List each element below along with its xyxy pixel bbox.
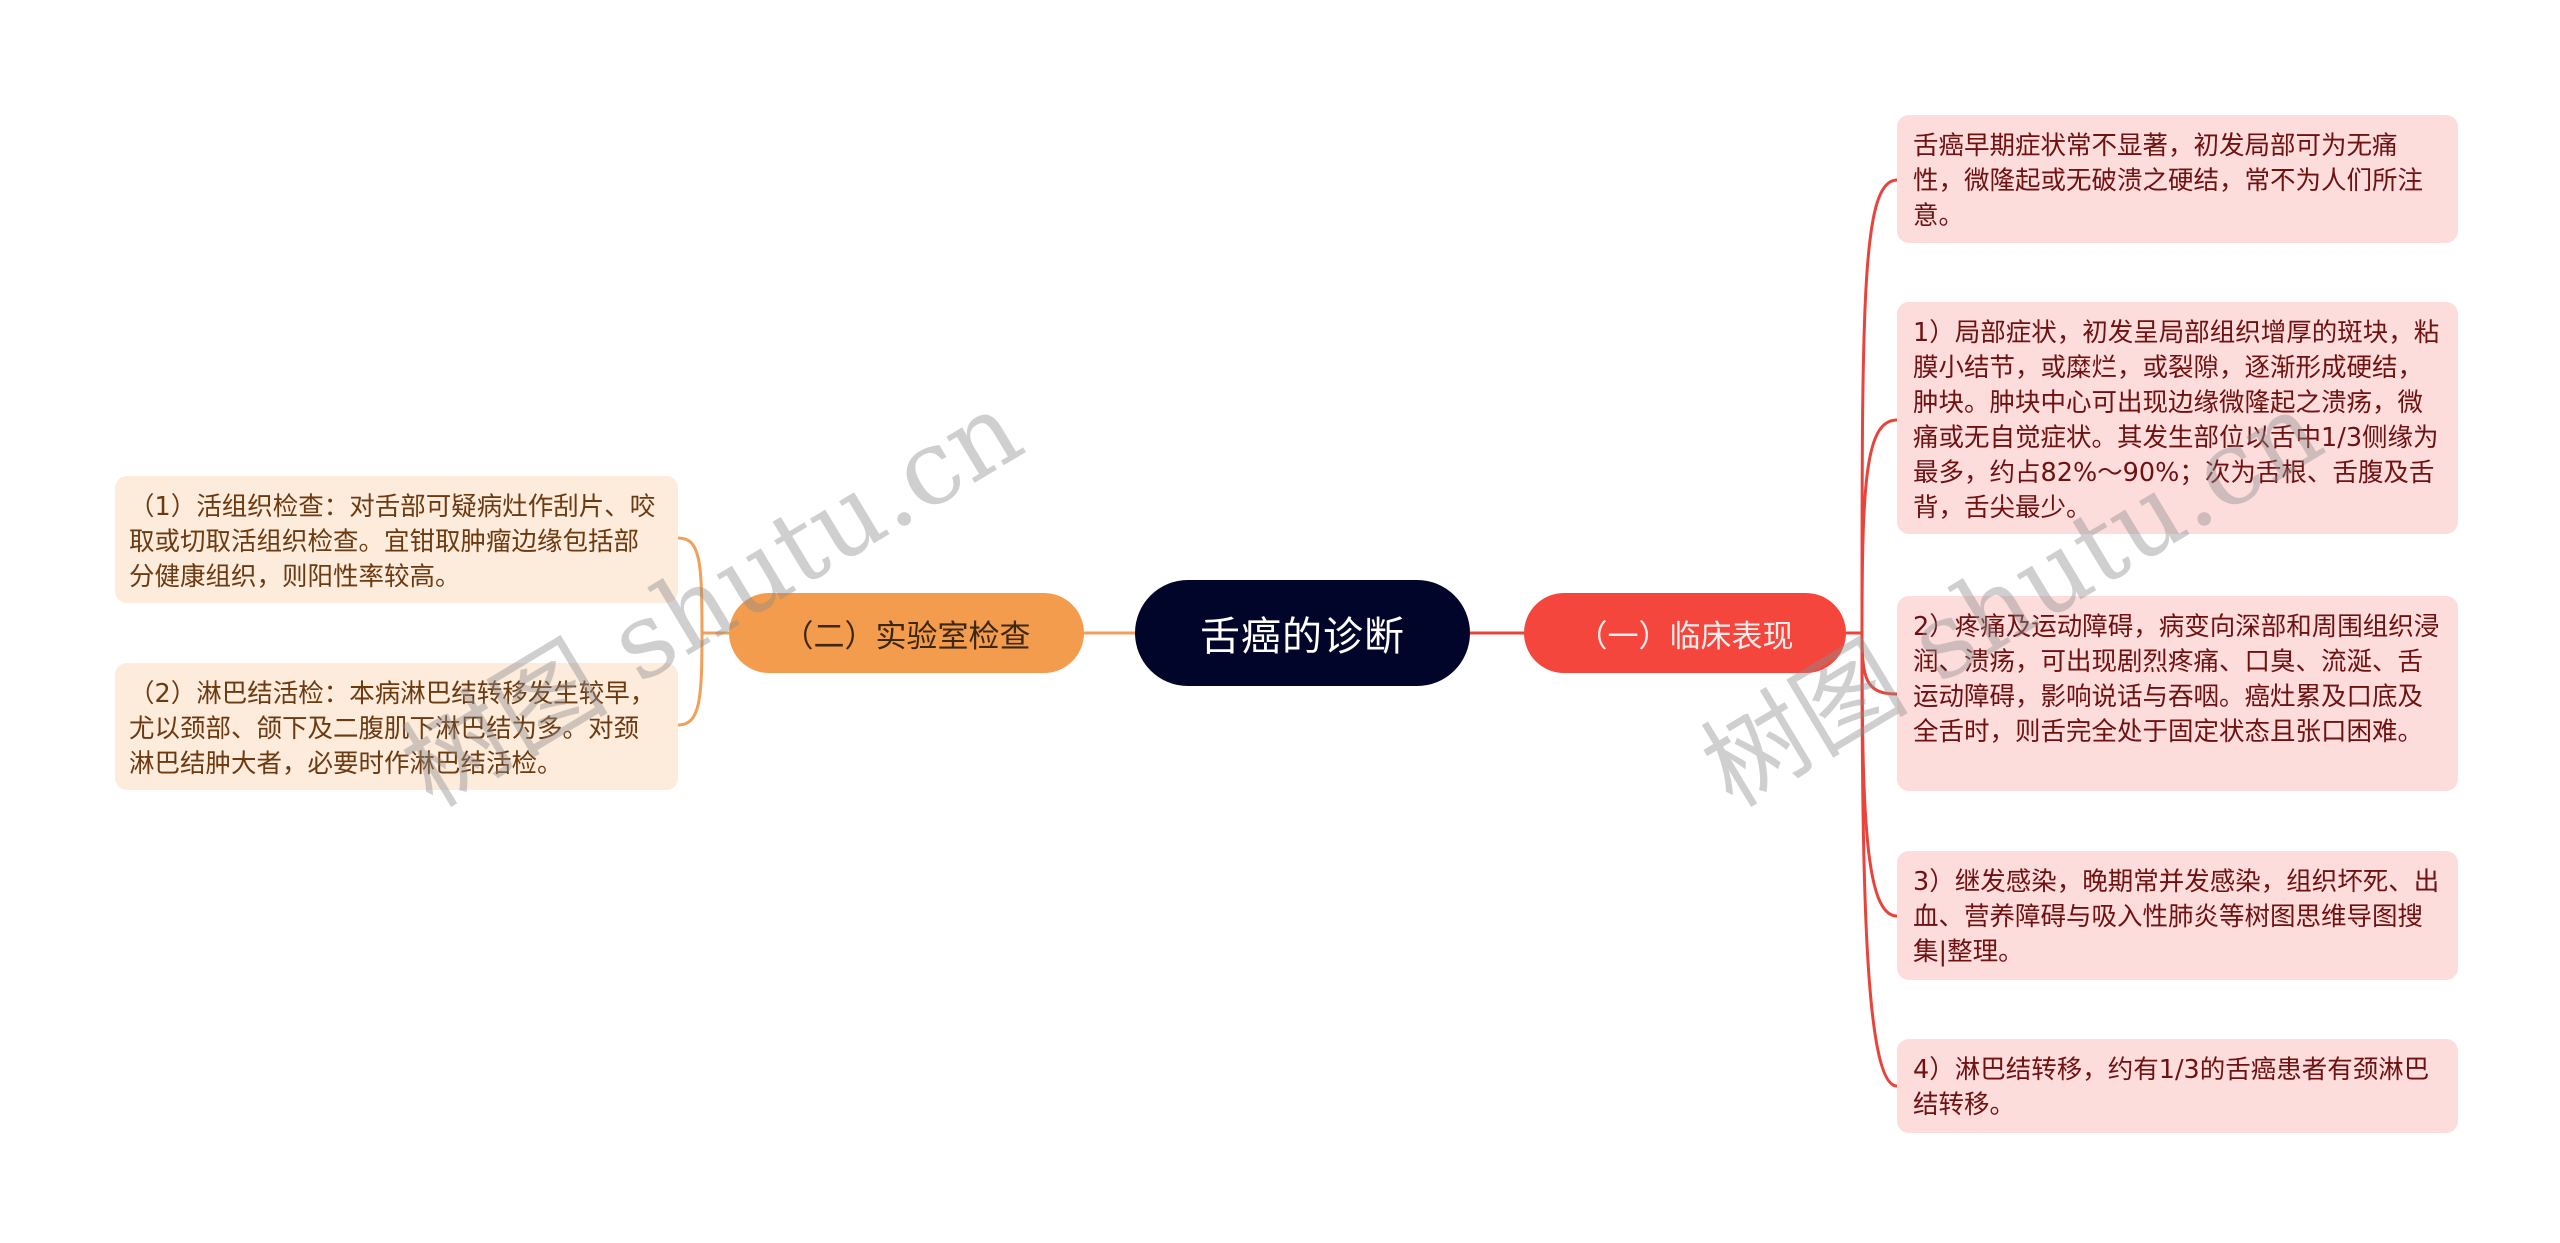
clinical-leaf-0[interactable]: 舌癌早期症状常不显著，初发局部可为无痛性，微隆起或无破溃之硬结，常不为人们所注意… bbox=[1897, 115, 2458, 243]
leaf-text: （2）淋巴结活检：本病淋巴结转移发生较早，尤以颈部、颌下及二腹肌下淋巴结为多。对… bbox=[129, 679, 656, 779]
leaf-text: （1）活组织检查：对舌部可疑病灶作刮片、咬取或切取活组织检查。宜钳取肿瘤边缘包括… bbox=[129, 492, 656, 592]
leaf-text: 1）局部症状，初发呈局部组织增厚的斑块，粘膜小结节，或糜烂，或裂隙，逐渐形成硬结… bbox=[1913, 318, 2440, 523]
branch-clinical-label: （一）临床表现 bbox=[1576, 618, 1794, 655]
clinical-leaf-4[interactable]: 4）淋巴结转移，约有1/3的舌癌患者有颈淋巴结转移。 bbox=[1897, 1039, 2458, 1133]
lab-leaf-1[interactable]: （2）淋巴结活检：本病淋巴结转移发生较早，尤以颈部、颌下及二腹肌下淋巴结为多。对… bbox=[115, 663, 678, 790]
leaf-text: 2）疼痛及运动障碍，病变向深部和周围组织浸润、溃疡，可出现剧烈疼痛、口臭、流涎、… bbox=[1913, 612, 2440, 747]
root-node[interactable]: 舌癌的诊断 bbox=[1135, 580, 1470, 686]
branch-lab[interactable]: （二）实验室检查 bbox=[729, 593, 1084, 673]
leaf-text: 4）淋巴结转移，约有1/3的舌癌患者有颈淋巴结转移。 bbox=[1913, 1055, 2430, 1120]
lab-leaf-0[interactable]: （1）活组织检查：对舌部可疑病灶作刮片、咬取或切取活组织检查。宜钳取肿瘤边缘包括… bbox=[115, 476, 678, 603]
leaf-text: 舌癌早期症状常不显著，初发局部可为无痛性，微隆起或无破溃之硬结，常不为人们所注意… bbox=[1913, 131, 2424, 231]
branch-lab-label: （二）实验室检查 bbox=[782, 618, 1031, 655]
root-node-label: 舌癌的诊断 bbox=[1200, 614, 1405, 660]
clinical-leaf-1[interactable]: 1）局部症状，初发呈局部组织增厚的斑块，粘膜小结节，或糜烂，或裂隙，逐渐形成硬结… bbox=[1897, 302, 2458, 534]
branch-clinical[interactable]: （一）临床表现 bbox=[1524, 593, 1846, 673]
leaf-text: 3）继发感染，晚期常并发感染，组织坏死、出血、营养障碍与吸入性肺炎等树图思维导图… bbox=[1913, 867, 2440, 967]
clinical-leaf-3[interactable]: 3）继发感染，晚期常并发感染，组织坏死、出血、营养障碍与吸入性肺炎等树图思维导图… bbox=[1897, 851, 2458, 980]
clinical-leaf-2[interactable]: 2）疼痛及运动障碍，病变向深部和周围组织浸润、溃疡，可出现剧烈疼痛、口臭、流涎、… bbox=[1897, 596, 2458, 791]
